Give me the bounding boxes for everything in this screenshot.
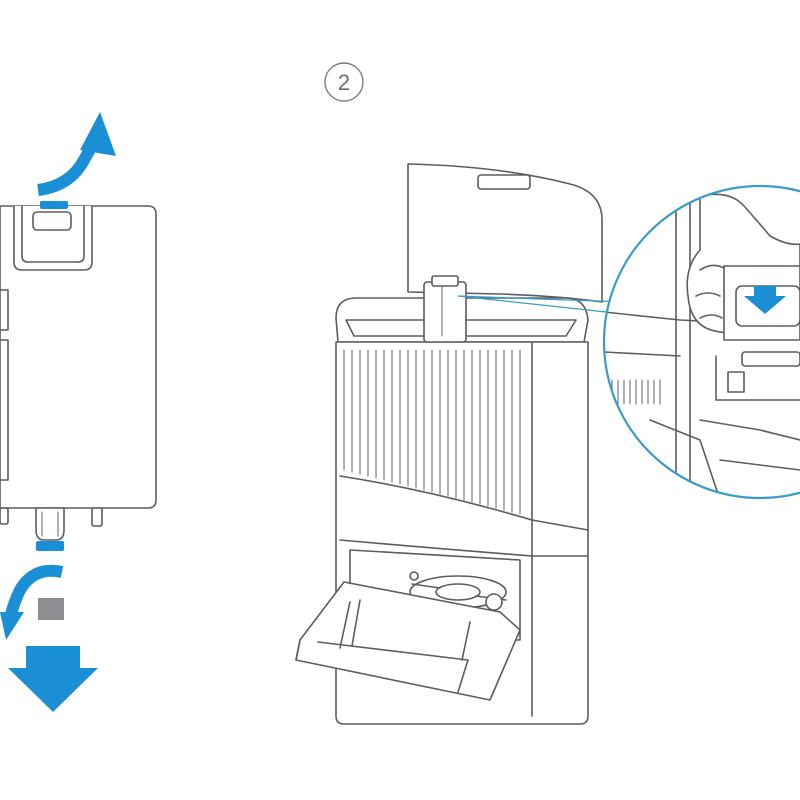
- arrow-down-curved-icon: [0, 564, 64, 640]
- arrow-down-icon: [8, 646, 98, 712]
- callout-leader-bottom: [457, 295, 607, 313]
- magnifier-callout-icon: [602, 184, 800, 500]
- arrow-up-curved-icon: [37, 112, 116, 196]
- cap-square: [38, 598, 64, 620]
- docking-station: [295, 163, 603, 725]
- filter-ribs: [343, 349, 521, 515]
- step-number-badge: 2: [324, 62, 364, 102]
- step-number: 2: [338, 70, 350, 95]
- nozzle-highlight: [36, 541, 64, 551]
- water-tank: [0, 205, 157, 541]
- callout-leader-top: [457, 295, 625, 303]
- handle-highlight: [40, 201, 68, 209]
- callout-arrow-down-icon: [744, 286, 786, 314]
